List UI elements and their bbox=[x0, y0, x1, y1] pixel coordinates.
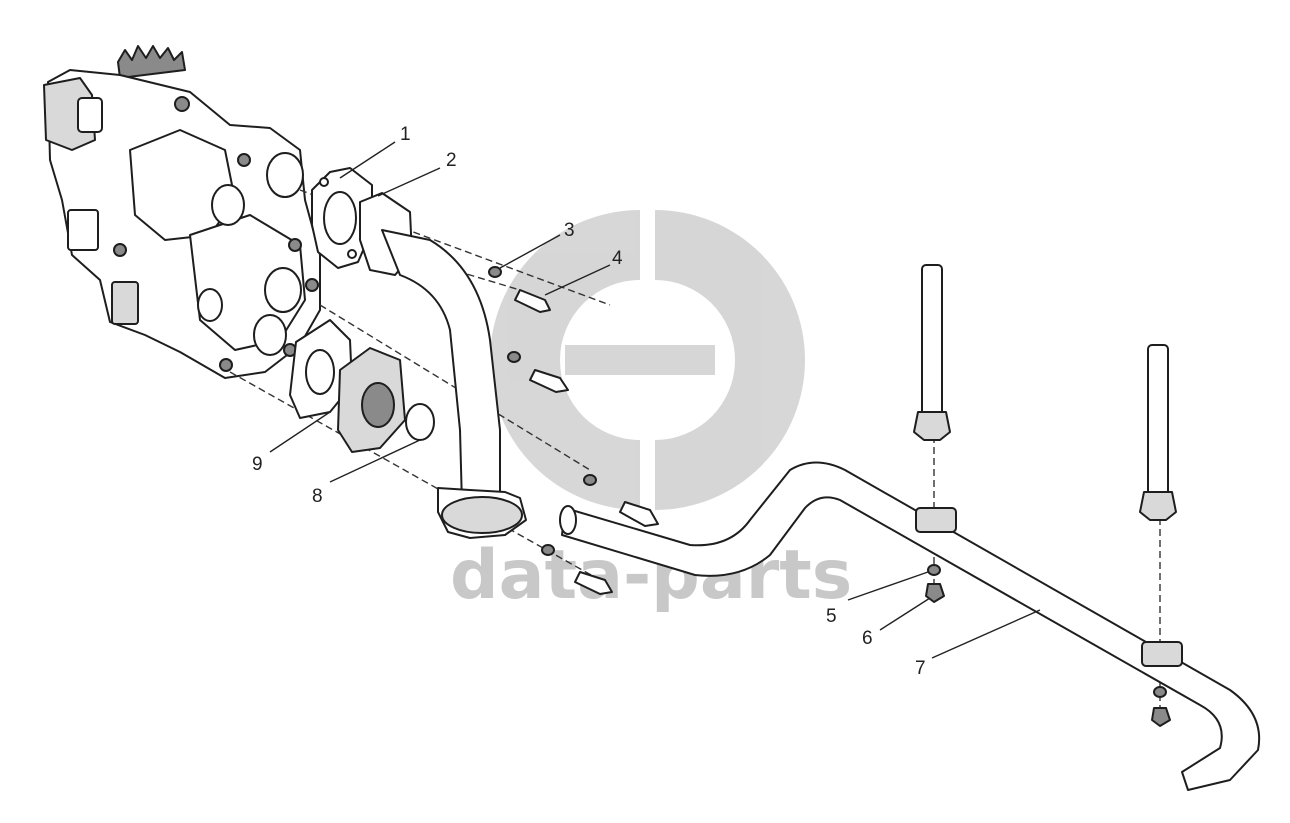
callout-label-2: 2 bbox=[446, 150, 457, 171]
callout-labels: 1 2 3 4 5 6 7 8 9 bbox=[252, 124, 926, 679]
nuts-6 bbox=[925, 583, 1171, 727]
long-bolts bbox=[913, 264, 1177, 521]
washers-3 bbox=[488, 266, 597, 556]
callout-label-4: 4 bbox=[612, 248, 623, 269]
flange-8 bbox=[337, 347, 435, 453]
callout-label-7: 7 bbox=[915, 658, 926, 679]
pickup-pipe-7 bbox=[559, 461, 1261, 791]
suction-tube-2 bbox=[359, 192, 527, 539]
callout-label-5: 5 bbox=[826, 606, 837, 627]
oil-pump-assembly bbox=[43, 45, 321, 379]
bolts-4 bbox=[514, 289, 659, 595]
callout-label-8: 8 bbox=[312, 486, 323, 507]
gasket-1 bbox=[311, 167, 373, 269]
callout-label-9: 9 bbox=[252, 454, 263, 475]
callout-label-1: 1 bbox=[400, 124, 411, 145]
callout-label-6: 6 bbox=[862, 628, 873, 649]
watermark-logo bbox=[490, 210, 805, 510]
callout-leaders bbox=[269, 141, 1041, 659]
callout-label-3: 3 bbox=[564, 220, 575, 241]
washers-5 bbox=[927, 564, 1167, 698]
